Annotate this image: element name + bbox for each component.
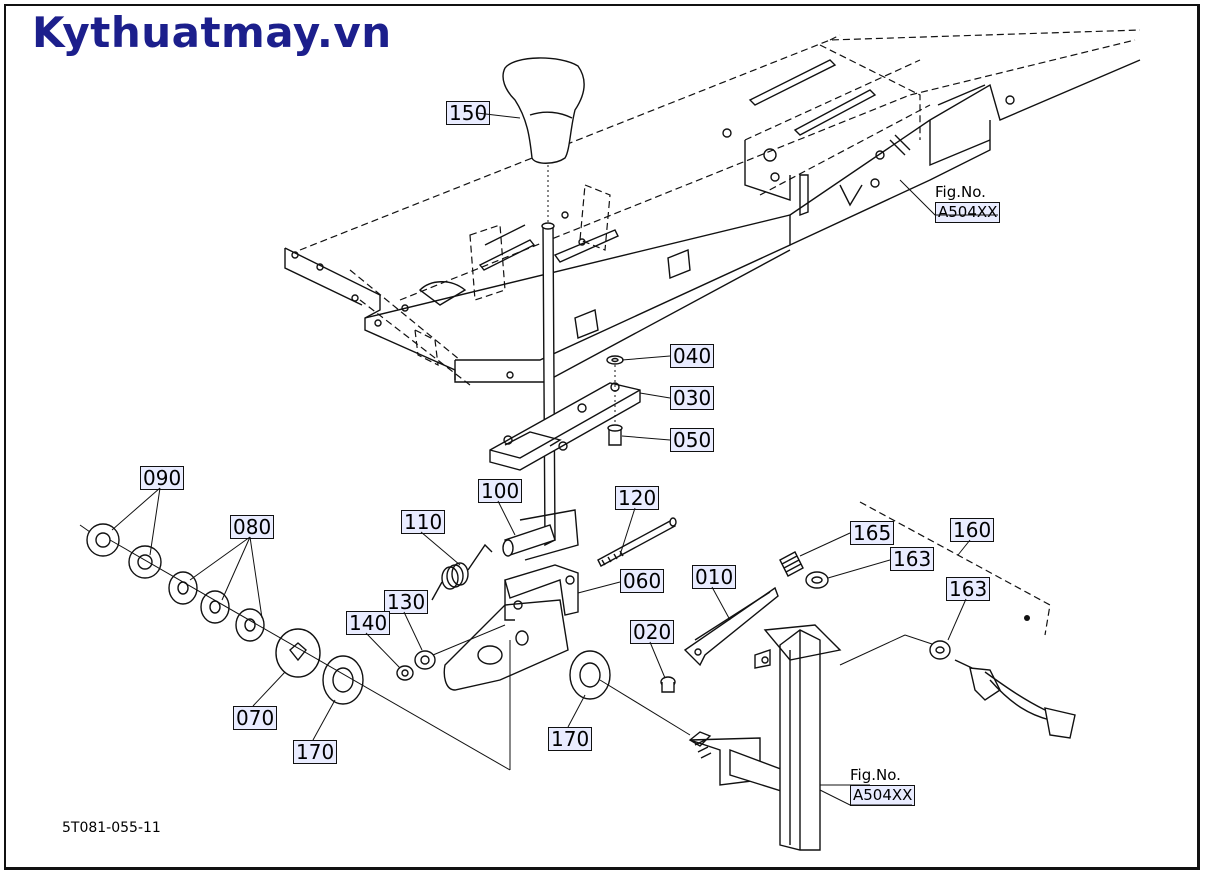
knob-150-shape (502, 57, 585, 230)
figure-ref-top-prefix: Fig.No. (935, 183, 986, 201)
bracket-010 (683, 586, 779, 669)
bracket-060 (443, 564, 579, 691)
part-label-110[interactable]: 110 (401, 510, 446, 534)
part-label-130[interactable]: 130 (384, 590, 429, 614)
spring-110 (431, 543, 493, 601)
part-label-170-left[interactable]: 170 (293, 740, 338, 764)
part-label-163-upper[interactable]: 163 (890, 547, 935, 571)
part-label-030[interactable]: 030 (670, 386, 715, 410)
washer-070 (275, 628, 321, 678)
figure-ref-top[interactable]: Fig.No. A504XX (935, 183, 1001, 223)
part-label-040[interactable]: 040 (670, 344, 715, 368)
drawing-frame (4, 4, 1200, 870)
bolt-020 (660, 676, 676, 693)
part-label-070[interactable]: 070 (233, 706, 278, 730)
part-label-140[interactable]: 140 (346, 611, 391, 635)
watermark-text: Kythuatmay.vn (32, 8, 392, 57)
figure-ref-bottom[interactable]: Fig.No. A504XX (850, 766, 916, 806)
part-label-010[interactable]: 010 (692, 565, 737, 589)
part-label-020[interactable]: 020 (630, 620, 675, 644)
part-label-100[interactable]: 100 (478, 479, 523, 503)
part-label-170-right[interactable]: 170 (548, 727, 593, 751)
figure-ref-bottom-code: A504XX (850, 785, 916, 806)
pin-120 (597, 517, 677, 567)
drawing-code: 5T081-055-11 (62, 820, 161, 836)
figure-ref-bottom-prefix: Fig.No. (850, 766, 901, 784)
part-label-050[interactable]: 050 (670, 428, 715, 452)
part-label-120[interactable]: 120 (615, 486, 660, 510)
chassis-frame-outline (299, 29, 1141, 386)
washer-170-left (322, 655, 364, 705)
part-label-150[interactable]: 150 (446, 101, 491, 125)
washer-170-right (569, 650, 611, 700)
plate-030 (489, 382, 641, 471)
part-label-160[interactable]: 160 (950, 518, 995, 542)
figure-ref-top-code: A504XX (935, 202, 1001, 223)
nuts-090 (79, 523, 162, 579)
part-label-060[interactable]: 060 (620, 569, 665, 593)
main-rail (284, 59, 1141, 383)
spring-165 (779, 551, 804, 577)
nut-140 (396, 665, 414, 681)
nut-163-lower (929, 640, 951, 660)
part-label-163-lower[interactable]: 163 (946, 577, 991, 601)
switch-with-cable (954, 615, 1076, 739)
part-label-080[interactable]: 080 (230, 515, 275, 539)
vertical-post (763, 624, 842, 851)
nut-130 (414, 624, 506, 670)
lever-rod-100 (502, 222, 579, 561)
nut-163-upper (805, 571, 829, 589)
assembly-axis-lines (109, 539, 691, 771)
washer-040 (606, 355, 624, 365)
bolt-050 (607, 365, 623, 446)
part-label-165[interactable]: 165 (850, 521, 895, 545)
part-label-090[interactable]: 090 (140, 466, 185, 490)
